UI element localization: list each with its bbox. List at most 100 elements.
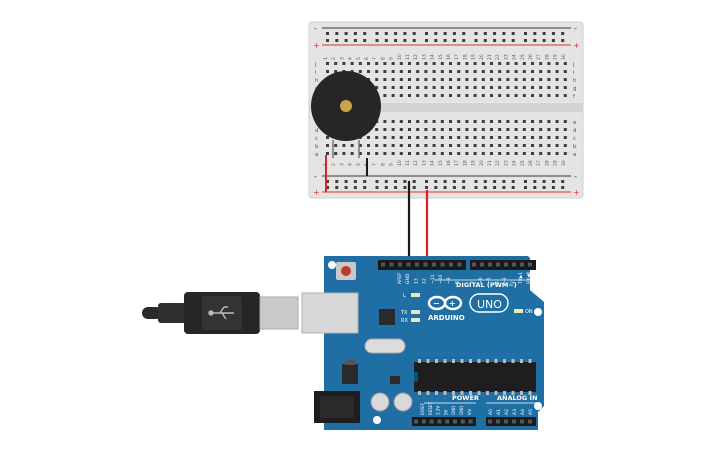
rail-hole[interactable] — [412, 39, 416, 42]
terminal-hole[interactable] — [481, 62, 485, 65]
rail-hole[interactable] — [394, 180, 398, 183]
terminal-hole[interactable] — [391, 94, 395, 97]
terminal-hole[interactable] — [539, 128, 543, 131]
rail-hole[interactable] — [561, 186, 565, 189]
terminal-hole[interactable] — [490, 136, 493, 139]
terminal-hole[interactable] — [490, 144, 493, 147]
rail-hole[interactable] — [363, 180, 367, 183]
terminal-hole[interactable] — [547, 152, 551, 155]
terminal-hole[interactable] — [498, 62, 502, 65]
terminal-hole[interactable] — [563, 62, 567, 65]
rail-hole[interactable] — [483, 39, 487, 42]
terminal-hole[interactable] — [465, 94, 469, 97]
rail-hole[interactable] — [403, 32, 407, 35]
rail-hole[interactable] — [375, 39, 379, 42]
terminal-hole[interactable] — [481, 86, 485, 89]
rail-hole[interactable] — [493, 186, 497, 189]
rail-hole[interactable] — [353, 32, 357, 35]
rail-hole[interactable] — [394, 39, 398, 42]
terminal-hole[interactable] — [383, 128, 387, 131]
terminal-hole[interactable] — [399, 136, 403, 139]
rail-hole[interactable] — [335, 39, 339, 42]
terminal-hole[interactable] — [391, 86, 395, 89]
rail-hole[interactable] — [542, 186, 546, 189]
header-pin[interactable] — [457, 262, 462, 267]
terminal-hole[interactable] — [416, 86, 420, 89]
terminal-hole[interactable] — [350, 144, 354, 147]
rail-hole[interactable] — [542, 39, 546, 42]
terminal-hole[interactable] — [424, 144, 428, 147]
terminal-hole[interactable] — [522, 86, 526, 89]
terminal-hole[interactable] — [432, 120, 436, 123]
rail-hole[interactable] — [511, 32, 515, 35]
header-pin[interactable] — [512, 419, 516, 424]
rail-hole[interactable] — [561, 32, 565, 35]
terminal-hole[interactable] — [457, 62, 461, 65]
header-pin[interactable] — [480, 262, 484, 267]
terminal-hole[interactable] — [408, 152, 411, 155]
terminal-hole[interactable] — [473, 128, 477, 131]
terminal-hole[interactable] — [375, 144, 379, 147]
rail-hole[interactable] — [425, 180, 428, 183]
terminal-hole[interactable] — [555, 94, 559, 97]
terminal-hole[interactable] — [539, 70, 543, 73]
rail-hole[interactable] — [326, 186, 329, 189]
terminal-hole[interactable] — [424, 94, 428, 97]
rail-hole[interactable] — [344, 39, 348, 42]
rail-hole[interactable] — [474, 32, 478, 35]
terminal-hole[interactable] — [531, 136, 534, 139]
terminal-hole[interactable] — [440, 86, 444, 89]
terminal-hole[interactable] — [440, 62, 444, 65]
terminal-hole[interactable] — [424, 78, 428, 81]
rail-hole[interactable] — [502, 180, 506, 183]
rail-hole[interactable] — [434, 32, 438, 35]
terminal-hole[interactable] — [408, 94, 411, 97]
rail-hole[interactable] — [452, 32, 456, 35]
terminal-hole[interactable] — [457, 128, 461, 131]
terminal-hole[interactable] — [498, 78, 502, 81]
header-pin[interactable] — [488, 419, 492, 424]
rail-hole[interactable] — [533, 39, 537, 42]
rail-hole[interactable] — [511, 180, 515, 183]
terminal-hole[interactable] — [432, 78, 436, 81]
terminal-hole[interactable] — [465, 70, 469, 73]
header-pin[interactable] — [437, 419, 442, 424]
terminal-hole[interactable] — [547, 128, 551, 131]
terminal-hole[interactable] — [522, 152, 526, 155]
terminal-hole[interactable] — [555, 120, 559, 123]
terminal-hole[interactable] — [498, 136, 502, 139]
terminal-hole[interactable] — [416, 136, 420, 139]
header-pin[interactable] — [445, 419, 450, 424]
rail-hole[interactable] — [511, 39, 515, 42]
rail-hole[interactable] — [474, 39, 478, 42]
terminal-hole[interactable] — [449, 94, 452, 97]
terminal-hole[interactable] — [375, 62, 379, 65]
rail-hole[interactable] — [394, 32, 398, 35]
terminal-hole[interactable] — [531, 86, 534, 89]
terminal-hole[interactable] — [539, 62, 543, 65]
rail-hole[interactable] — [326, 39, 329, 42]
header-pin[interactable] — [453, 419, 457, 424]
header-pin[interactable] — [381, 262, 385, 267]
terminal-hole[interactable] — [326, 152, 329, 155]
terminal-hole[interactable] — [555, 70, 559, 73]
terminal-hole[interactable] — [449, 78, 452, 81]
rail-hole[interactable] — [384, 180, 388, 183]
terminal-hole[interactable] — [506, 62, 510, 65]
terminal-hole[interactable] — [432, 70, 436, 73]
terminal-hole[interactable] — [440, 128, 444, 131]
header-pin[interactable] — [472, 262, 476, 267]
terminal-hole[interactable] — [383, 62, 387, 65]
header-pin[interactable] — [421, 419, 426, 424]
terminal-hole[interactable] — [481, 128, 485, 131]
terminal-hole[interactable] — [342, 144, 346, 147]
rail-hole[interactable] — [384, 39, 388, 42]
rail-hole[interactable] — [533, 32, 537, 35]
terminal-hole[interactable] — [473, 78, 477, 81]
rail-hole[interactable] — [434, 186, 438, 189]
terminal-hole[interactable] — [416, 128, 420, 131]
terminal-hole[interactable] — [555, 128, 559, 131]
terminal-hole[interactable] — [383, 144, 387, 147]
terminal-hole[interactable] — [490, 62, 493, 65]
